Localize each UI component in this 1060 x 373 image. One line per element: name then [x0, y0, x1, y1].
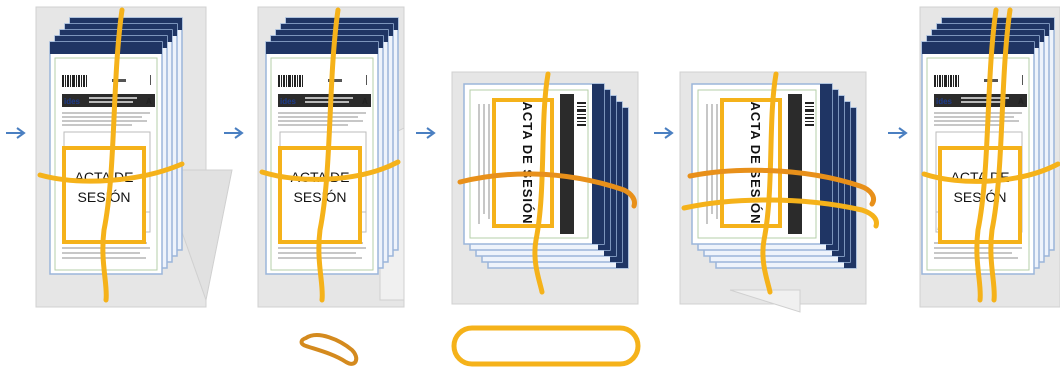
step-4-bundle: ACTA DE SESIÓN	[680, 72, 876, 312]
document-title: ACTA DE SESIÓN	[520, 101, 535, 224]
arrow-icon	[654, 128, 672, 138]
loose-rubber-band-icon	[302, 335, 357, 364]
step-1-bundle: ACTA DE SESIÓN	[36, 7, 232, 307]
flat-rubber-band-icon	[454, 328, 638, 364]
document-title: SESIÓN	[294, 189, 347, 205]
document-title: ACTA DE SESIÓN	[748, 101, 763, 224]
step-2-bundle: ACTA DE SESIÓN	[258, 7, 404, 364]
arrow-icon	[224, 128, 242, 138]
step-5-bundle: ACTA DE SESIÓN	[920, 7, 1060, 307]
step-3-bundle: ACTA DE SESIÓN	[452, 72, 638, 364]
document-title: SESIÓN	[78, 189, 131, 205]
arrow-icon	[6, 128, 24, 138]
arrow-icon	[888, 128, 906, 138]
arrow-icon	[416, 128, 434, 138]
